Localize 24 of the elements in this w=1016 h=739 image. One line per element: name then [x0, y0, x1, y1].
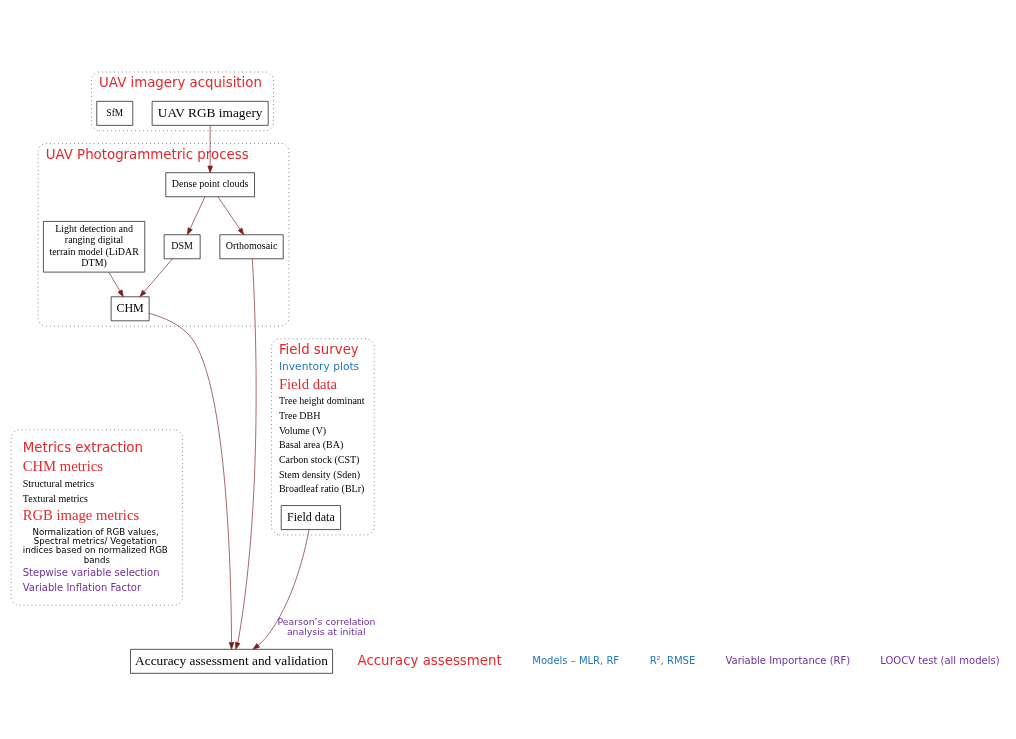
- label: R², RMSE: [649, 654, 696, 666]
- node-box: Light detection and ranging digital terrain model (LiDAR DTM): [43, 220, 146, 272]
- arrow: [108, 271, 124, 297]
- arrow: [148, 312, 235, 650]
- node-box: UAV RGB imagery: [151, 100, 269, 126]
- arrow: [139, 258, 173, 297]
- label: Models – MLR, RF: [532, 654, 620, 666]
- arrow: [217, 196, 245, 235]
- node-box: SfM: [96, 100, 134, 126]
- node-box: Field data: [280, 504, 341, 530]
- label: LOOCV test (all models): [880, 654, 1000, 666]
- node-box: DSM: [163, 233, 201, 259]
- arrow: [252, 528, 310, 650]
- node-box: Accuracy assessment and validation: [130, 648, 333, 674]
- node-box: CHM: [110, 295, 150, 321]
- label: Variable Importance (RF): [725, 654, 851, 666]
- node-box: Orthomosaic: [219, 233, 284, 259]
- arrow: [235, 258, 257, 649]
- arrow: [207, 124, 213, 173]
- node-box: Metrics extraction CHM metrics Structural metrics Textural metrics RGB image metrics Normalization of RGB values, Spectral metrics/ Vegetation indices based on normalized RGB bands Stepwise variable selection Variable Inflation Factor: [10, 429, 183, 606]
- node-box: Dense point clouds: [165, 171, 255, 197]
- label: Accuracy assessment: [357, 652, 502, 668]
- edge-label: Pearson’s correlation analysis at initial: [277, 615, 376, 637]
- arrow: [187, 196, 206, 235]
